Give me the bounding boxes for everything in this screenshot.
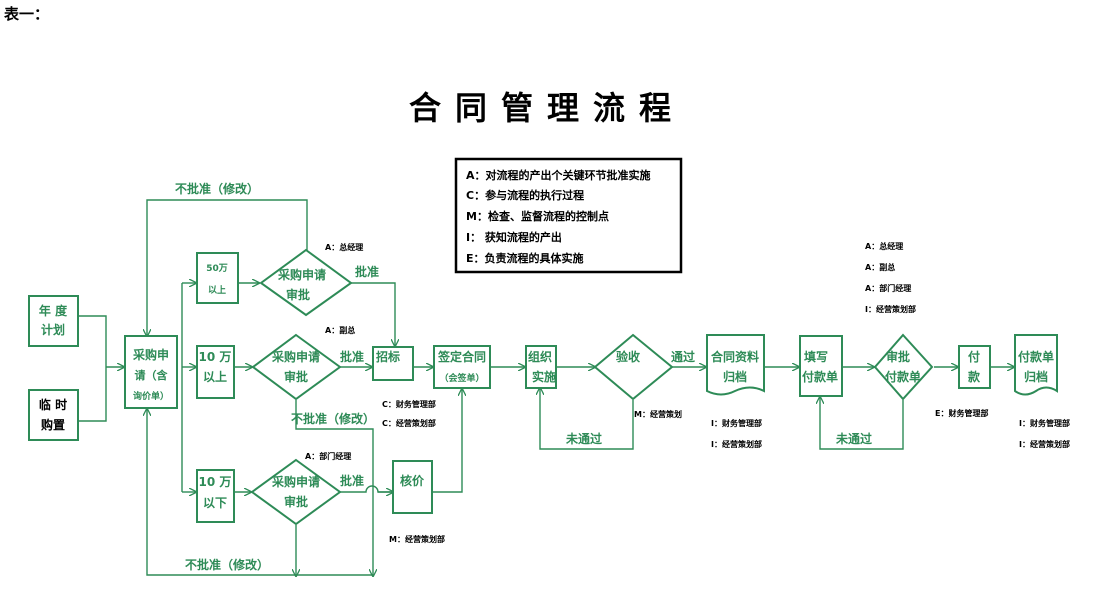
edge-label-not-approved-top: 不批准（修改） [175, 181, 259, 196]
node-under-100k-line2: 以下 [203, 496, 227, 510]
role-annotations: A：总经理 A：副总 A：部门经理 C：财务管理部 C：经营策划部 M：经营策划… [305, 241, 1070, 544]
decision-approve-mid-line1: 采购申请 [271, 349, 320, 364]
node-purchase-request-line3: 询价单） [133, 390, 169, 402]
page-title: 合同管理流程 [409, 89, 685, 127]
node-archive-payment: 付款单 归档 [1014, 334, 1058, 396]
node-pay: 付 款 [958, 345, 991, 389]
node-pay-line2: 款 [968, 369, 981, 384]
node-pay-line1: 付 [968, 349, 980, 364]
node-organize-line1: 组织 [528, 349, 552, 364]
node-fill-payment: 填写 付款单 [799, 335, 843, 397]
node-archive-docs-line1: 合同资料 [711, 349, 759, 364]
role-payment-1: A：总经理 [865, 241, 903, 251]
decision-approve-mid-line2: 审批 [284, 369, 308, 384]
edge-label-not-approved-bottom: 不批准（修改） [185, 557, 269, 572]
node-price-check: 核价 [392, 460, 433, 514]
node-purchase-request: 采购申 请（含 询价单） [124, 335, 178, 409]
decision-approve-payment-line1: 审批 [886, 349, 910, 364]
decision-approve-bottom-line2: 审批 [284, 494, 308, 509]
decision-approve-top-line1: 采购申请 [277, 267, 326, 282]
decision-approve-top: 采购申请 审批 [259, 248, 353, 317]
node-over-500k-line1: 50万 [206, 263, 228, 274]
node-archive-docs: 合同资料 归档 [706, 334, 765, 396]
node-organize-line2: 实施 [532, 369, 556, 384]
role-payment-3: A：部门经理 [865, 283, 911, 293]
node-over-100k: 10 万 以上 [196, 345, 235, 399]
node-under-100k: 10 万 以下 [196, 469, 235, 523]
node-price-check-label: 核价 [400, 473, 425, 488]
legend-item-c: C：参与流程的执行过程 [466, 188, 584, 202]
node-annual-plan: 年 度 计划 [28, 295, 79, 347]
node-over-500k: 50万 以上 [196, 252, 239, 304]
decision-acceptance-label: 验收 [616, 349, 640, 364]
node-fill-payment-line1: 填写 [804, 349, 828, 364]
node-temp-purchase-line1: 临 时 [39, 397, 67, 412]
edge-label-failed-payment: 未通过 [835, 431, 872, 446]
role-payment-2: A：副总 [865, 262, 895, 272]
role-bidding-c2: C：经营策划部 [382, 418, 436, 428]
role-archive-docs-1: I：财务管理部 [711, 418, 762, 428]
node-bidding: 招标 [372, 346, 414, 381]
node-purchase-request-line2: 请（含 [135, 368, 169, 382]
node-archive-docs-line2: 归档 [723, 369, 747, 384]
table-label: 表一： [4, 5, 49, 23]
legend-item-a: A：对流程的产出个关键环节批准实施 [466, 168, 651, 182]
legend-item-e: E：负责流程的具体实施 [466, 251, 584, 265]
node-fill-payment-line2: 付款单 [802, 369, 838, 384]
role-bidding-c1: C：财务管理部 [382, 399, 436, 409]
decision-acceptance: 验收 [593, 333, 674, 401]
role-price-check: M：经营策划部 [389, 534, 445, 544]
node-over-100k-line2: 以上 [203, 369, 227, 384]
role-archive-payment-2: I：经营策划部 [1019, 439, 1070, 449]
node-temp-purchase: 临 时 购置 [28, 389, 79, 441]
legend-box: A：对流程的产出个关键环节批准实施 C：参与流程的执行过程 M：检查、监督流程的… [454, 157, 683, 274]
node-organize: 组织 实施 [525, 345, 557, 389]
node-under-100k-line1: 10 万 [199, 475, 232, 489]
node-temp-purchase-line2: 购置 [41, 417, 65, 432]
edge-labels: 不批准（修改） 批准 批准 不批准（修改） 批准 不批准（修改） 通过 未通过 … [175, 181, 872, 572]
node-archive-payment-line1: 付款单 [1018, 349, 1054, 364]
role-payment-4: I：经营策划部 [865, 304, 916, 314]
decision-approve-bottom: 采购申请 审批 [250, 458, 342, 526]
legend-item-i: I： 获知流程的产出 [466, 230, 562, 244]
edge-label-approved-top: 批准 [355, 264, 379, 279]
node-purchase-request-line1: 采购申 [132, 347, 169, 362]
edge-label-passed: 通过 [671, 349, 695, 364]
edge-label-failed-acceptance: 未通过 [565, 431, 602, 446]
decision-approve-payment: 审批 付款单 [873, 333, 934, 401]
decision-approve-top-line2: 审批 [286, 287, 310, 302]
node-bidding-label: 招标 [376, 349, 400, 364]
edge-label-approved-bottom: 批准 [340, 473, 364, 488]
edge-label-not-approved-mid: 不批准（修改） [291, 411, 375, 426]
connectors [78, 199, 1014, 576]
role-approve-mid: A：副总 [325, 325, 355, 335]
decision-approve-mid: 采购申请 审批 [251, 333, 342, 401]
role-acceptance: M：经营策划 [634, 409, 682, 419]
node-annual-plan-line2: 计划 [41, 322, 65, 337]
role-archive-docs-2: I：经营策划部 [711, 439, 762, 449]
node-over-500k-line2: 以上 [208, 284, 226, 296]
node-sign-contract-line2: （会签单） [439, 372, 484, 384]
role-approve-top: A：总经理 [325, 242, 363, 252]
decision-approve-bottom-line1: 采购申请 [271, 474, 320, 489]
role-archive-payment-1: I：财务管理部 [1019, 418, 1070, 428]
decision-approve-payment-line2: 付款单 [885, 369, 921, 384]
node-archive-payment-line2: 归档 [1024, 369, 1048, 384]
edge-label-approved-mid: 批准 [340, 349, 364, 364]
node-sign-contract-line1: 签定合同 [437, 349, 486, 364]
node-sign-contract: 签定合同 （会签单） [433, 345, 491, 389]
node-annual-plan-line1: 年 度 [39, 303, 68, 318]
legend-item-m: M：检查、监督流程的控制点 [466, 209, 609, 223]
node-over-100k-line1: 10 万 [199, 350, 232, 364]
role-approve-bottom: A：部门经理 [305, 451, 351, 461]
role-pay: E：财务管理部 [935, 408, 988, 418]
